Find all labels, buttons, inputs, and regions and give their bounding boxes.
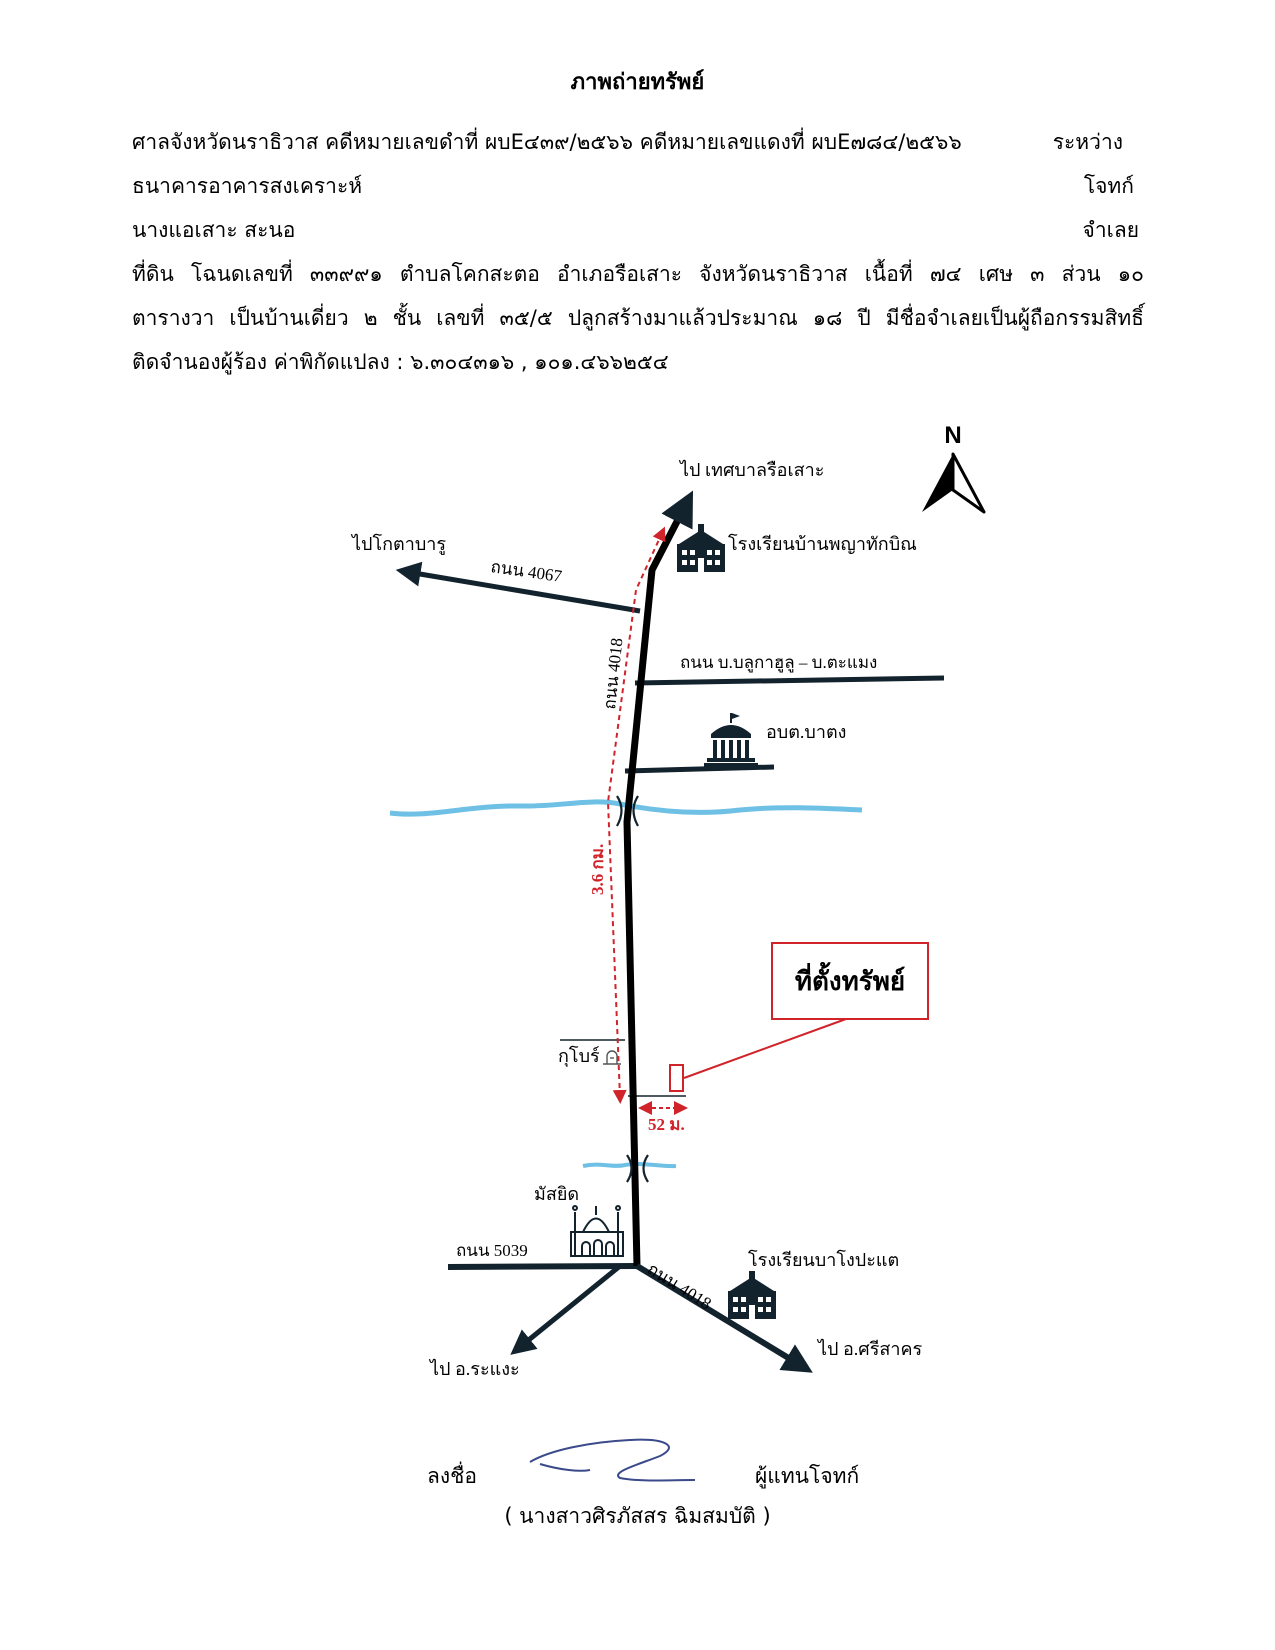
label-to-municipality: ไป เทศบาลรือเสาะ: [678, 459, 824, 480]
between-label: ระหว่าง: [1052, 130, 1123, 154]
road-4018-main: [623, 490, 694, 1267]
description-word: ๗๔: [929, 262, 962, 286]
signature-scribble: [529, 1438, 696, 1482]
description-word: ที่ดิน: [132, 262, 174, 286]
property-description-line-3: ติดจำนองผู้ร้อง ค่าพิกัดแปลง : ๖.๓๐๔๓๑๖ …: [132, 350, 669, 374]
defendant-label: จำเลย: [1082, 218, 1139, 242]
property-description-line-1: ที่ดิน โฉนดเลขที่ ๓๓๙๙๑ ตำบลโคกสะตอ อำเภอรือ…: [132, 258, 1144, 291]
description-word: ๒: [363, 306, 378, 330]
road-5039: [447, 1263, 638, 1270]
label-to-rangae: ไป อ.ระแงะ: [428, 1358, 520, 1379]
label-to-sisakhon: ไป อ.ศรีสาคร: [816, 1338, 923, 1359]
label-sao-office: อบต.บาตง: [766, 722, 846, 742]
label-school-2: โรงเรียนบาโงปะแต: [748, 1249, 899, 1270]
document-title: ภาพถ่ายทรัพย์: [570, 70, 705, 95]
government-building-icon: [704, 713, 758, 767]
label-road-5039: ถนน 5039: [456, 1241, 528, 1260]
description-word: ชั้น: [392, 306, 422, 330]
description-word: มีชื่อจำเลยเป็นผู้ถือกรรมสิทธิ์: [885, 306, 1144, 330]
description-word: ๑๘: [812, 306, 843, 330]
description-word: อำเภอรือเสาะ: [557, 262, 683, 286]
label-road-balukasolo: ถนน บ.บลูกาฮูลู – บ.ตะแมง: [680, 653, 877, 673]
label-mosque: มัสยิด: [534, 1184, 579, 1204]
label-road-4018-south: ถนน 4018: [644, 1259, 715, 1313]
description-word: ปลูกสร้างมาแล้วประมาณ: [567, 306, 798, 330]
distance-route-main: [606, 526, 666, 1104]
label-to-kotabaru: ไปโกตาบารู: [350, 533, 446, 555]
bridge-south: [626, 1154, 649, 1183]
description-word: ตำบลโคกสะตอ: [399, 262, 540, 286]
label-kubo: กุโบร์: [558, 1045, 600, 1067]
road-balukasolo: [634, 675, 945, 686]
description-word: จังหวัดนราธิวาส: [699, 262, 848, 286]
description-word: ๓๕/๕: [499, 306, 553, 330]
road-to-rangae: [510, 1264, 622, 1355]
plaintiff-name: ธนาคารอาคารสงเคราะห์: [132, 174, 363, 198]
label-school-1: โรงเรียนบ้านพญาทักบิณ: [728, 533, 917, 554]
north-label: N: [944, 422, 961, 449]
label-road-4067: ถนน 4067: [489, 557, 563, 586]
road-4067: [395, 561, 641, 614]
description-word: โฉนดเลขที่: [190, 262, 293, 286]
property-marker: [669, 1064, 684, 1092]
description-word: ๓๓๙๙๑: [309, 262, 383, 286]
property-callout-line: [683, 1018, 847, 1079]
cemetery-icon: [603, 1050, 621, 1065]
property-location-box: [771, 942, 929, 1020]
description-word: เลขที่: [436, 306, 485, 330]
description-word: ส่วน: [1061, 262, 1101, 286]
court-case-line: ศาลจังหวัดนราธิวาส คดีหมายเลขดำที่ ผบE๔๓…: [132, 130, 962, 154]
plaintiff-label: โจทก์: [1083, 174, 1134, 198]
description-word: ๓: [1030, 262, 1045, 286]
river-south: [582, 1162, 677, 1169]
signature-role: ผู้แทนโจทก์: [755, 1464, 860, 1488]
property-location-label: ที่ตั้งทรัพย์: [795, 961, 905, 996]
label-distance-main: 3.6 กม.: [588, 844, 607, 895]
defendant-name: นางแอเสาะ สะนอ: [132, 218, 296, 242]
mosque-icon: [570, 1205, 624, 1257]
north-arrow-icon: [922, 452, 986, 514]
school-icon: [728, 1271, 776, 1319]
signatory-name: ( นางสาวศิรภัสสร ฉิมสมบัติ ): [504, 1504, 771, 1528]
description-word: เนื้อที่: [864, 262, 913, 286]
description-word: เป็นบ้านเดี่ยว: [229, 306, 349, 330]
description-word: ตารางวา: [132, 306, 215, 330]
label-distance-side: 52 ม.: [648, 1115, 685, 1134]
description-word: ๑๐: [1117, 262, 1144, 286]
signature-label: ลงชื่อ: [427, 1464, 477, 1488]
road-4018-south: [635, 1263, 813, 1373]
property-description-line-2: ตารางวา เป็นบ้านเดี่ยว ๒ ชั้น เลขที่ ๓๕/๕ ปลูก…: [132, 302, 1144, 335]
school-icon: [677, 524, 725, 572]
road-sao: [624, 764, 775, 774]
description-word: ปี: [857, 306, 871, 330]
description-word: เศษ: [978, 262, 1014, 286]
